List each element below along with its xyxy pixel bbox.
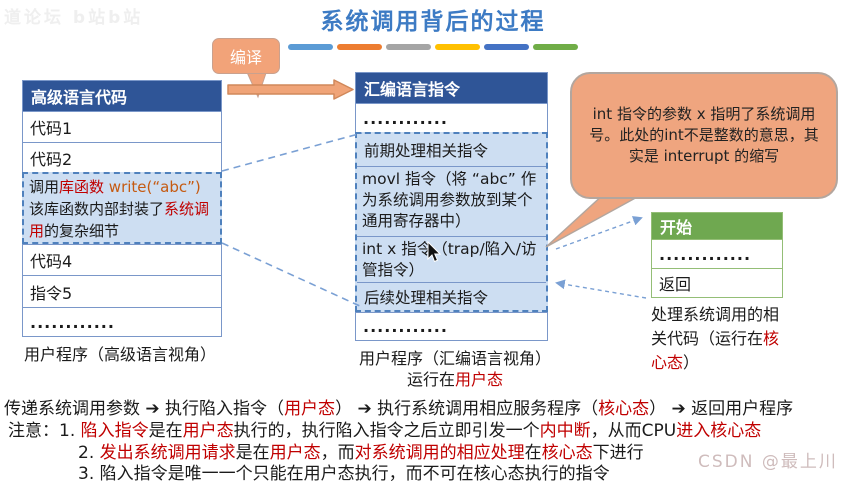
watermark-topleft: 道论坛 b站b站 bbox=[4, 8, 144, 28]
table-row: 返回 bbox=[652, 268, 782, 297]
compile-bubble-label: 编译 bbox=[229, 48, 262, 67]
trap-arrow bbox=[555, 216, 643, 250]
kernel-code-table: 开始 ............. 返回 bbox=[651, 212, 783, 298]
assembly-highlight-section: 前期处理相关指令 movl 指令（将 “abc” 作为系统调用参数放到某个通用寄… bbox=[355, 132, 548, 312]
underline-segment bbox=[288, 44, 333, 50]
table-row-movl: movl 指令（将 “abc” 作为系统调用参数放到某个通用寄存器中） bbox=[357, 166, 546, 236]
underline-segment bbox=[484, 44, 529, 50]
highlevel-table-header: 高级语言代码 bbox=[23, 81, 221, 111]
compile-bubble: 编译 bbox=[212, 38, 280, 74]
note-label: 注意： bbox=[8, 421, 59, 441]
assembly-table-header: 汇编语言指令 bbox=[356, 73, 547, 103]
underline-segment bbox=[386, 44, 431, 50]
highlevel-caption: 用户程序（高级语言视角） bbox=[24, 345, 217, 364]
note-2: 2. 发出系统调用请求是在用户态，而对系统调用的相应处理在核心态下进行 bbox=[78, 443, 644, 463]
note-3: 3. 陷入指令是唯一一个只能在用户态执行，而不可在核心态执行的指令 bbox=[78, 464, 610, 481]
watermark-csdn: CSDN @最上川 bbox=[698, 452, 838, 472]
return-arrow bbox=[555, 279, 647, 299]
underline-segment bbox=[337, 44, 382, 50]
underline-segment bbox=[435, 44, 480, 50]
expand-line-top bbox=[221, 132, 363, 172]
syscall-highlight-cell: 调用库函数 write(“abc”)该库函数内部封装了系统调用的复杂细节 bbox=[22, 172, 222, 244]
int-explanation-bubble: int 指令的参数 x 指明了系统调用号。此处的int不是整数的意思，其实是 i… bbox=[570, 72, 838, 199]
compile-arrow-icon bbox=[227, 79, 354, 100]
highlevel-code-table: 高级语言代码 代码1 代码2 调用库函数 write(“abc”)该库函数内部封… bbox=[22, 80, 222, 337]
int-explanation-text: int 指令的参数 x 指明了系统调用号。此处的int不是整数的意思，其实是 i… bbox=[589, 105, 819, 165]
table-row-ellipsis: ............ bbox=[356, 103, 547, 132]
kernel-table-header: 开始 bbox=[652, 213, 782, 239]
table-row: 后续处理相关指令 bbox=[357, 282, 546, 310]
underline-segment bbox=[533, 44, 578, 50]
expand-line-bottom bbox=[221, 242, 363, 308]
table-row: 指令5 bbox=[23, 275, 221, 307]
table-row: 代码2 bbox=[23, 142, 221, 172]
note-1: 注意：1. 陷入指令是在用户态执行的，执行陷入指令之后立即引发一个内中断，从而C… bbox=[8, 416, 761, 441]
syscall-flow-line: 传递系统调用参数 ➔ 执行陷入指令（用户态） ➔ 执行系统调用相应服务程序（核心… bbox=[4, 399, 794, 419]
assembly-caption-line1: 用户程序（汇编语言视角） bbox=[358, 349, 552, 368]
assembly-table: 汇编语言指令 ............ 前期处理相关指令 movl 指令（将 “… bbox=[355, 72, 548, 341]
note-1-text: 1. 陷入指令是在用户态执行的，执行陷入指令之后立即引发一个内中断，从而CPU进… bbox=[59, 421, 762, 441]
table-row-ellipsis: ............ bbox=[356, 312, 547, 340]
table-row-ellipsis: ............. bbox=[652, 239, 782, 268]
table-row: 代码4 bbox=[23, 244, 221, 275]
table-row: 代码1 bbox=[23, 111, 221, 142]
table-row: 前期处理相关指令 bbox=[364, 142, 489, 160]
title-underline bbox=[0, 44, 866, 50]
table-row-intx: int x 指令（trap/陷入/访管指令） bbox=[357, 236, 546, 282]
assembly-caption-line2: 运行在用户态 bbox=[406, 370, 504, 389]
kernel-caption: 处理系统调用的相关代码（运行在核心态） bbox=[651, 305, 780, 372]
table-row-ellipsis: ............ bbox=[23, 307, 221, 336]
page-title: 系统调用背后的过程 bbox=[320, 9, 546, 35]
compile-bubble-tail bbox=[245, 69, 268, 99]
